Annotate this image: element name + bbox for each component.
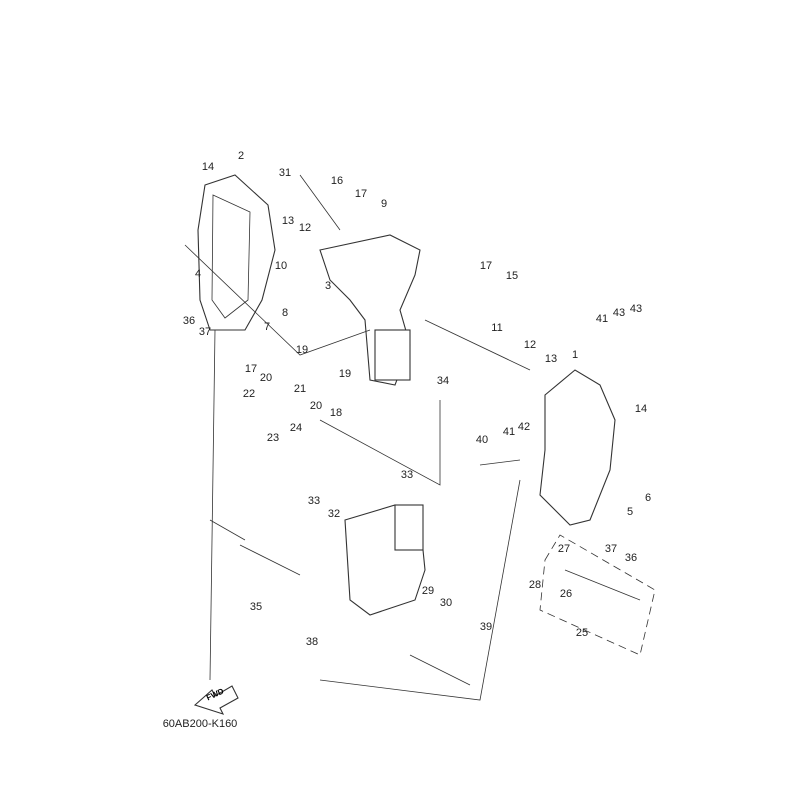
trim-motor	[394, 504, 424, 551]
callout-16[interactable]: 16	[330, 175, 344, 187]
fwd-arrow-icon	[193, 685, 239, 715]
callout-4[interactable]: 4	[194, 268, 202, 280]
callout-14a[interactable]: 14	[201, 161, 215, 173]
callout-20b[interactable]: 20	[309, 400, 323, 412]
pin-31	[299, 174, 341, 231]
callout-19a[interactable]: 19	[295, 344, 309, 356]
tilt-cylinder-top	[374, 329, 411, 381]
steering-shaft-11	[424, 319, 531, 371]
callout-26[interactable]: 26	[559, 588, 573, 600]
callout-3[interactable]: 3	[324, 280, 332, 292]
callout-12b[interactable]: 12	[523, 339, 537, 351]
callout-39[interactable]: 39	[479, 621, 493, 633]
callout-13b[interactable]: 13	[544, 353, 558, 365]
callout-18[interactable]: 18	[329, 407, 343, 419]
left-clamp-bracket	[197, 174, 276, 331]
callout-10[interactable]: 10	[274, 260, 288, 272]
callout-28[interactable]: 28	[528, 579, 542, 591]
callout-36b[interactable]: 36	[624, 552, 638, 564]
callout-21[interactable]: 21	[293, 383, 307, 395]
callout-15[interactable]: 15	[505, 270, 519, 282]
callout-37b[interactable]: 37	[604, 543, 618, 555]
callout-23[interactable]: 23	[266, 432, 280, 444]
callout-19b[interactable]: 19	[338, 368, 352, 380]
callout-43a[interactable]: 43	[612, 307, 626, 319]
rod-25	[564, 569, 641, 601]
callout-5[interactable]: 5	[626, 506, 634, 518]
diagram-code: 60AB200-K160	[162, 718, 238, 730]
callout-9[interactable]: 9	[380, 198, 388, 210]
callout-7[interactable]: 7	[263, 321, 271, 333]
callout-36a[interactable]: 36	[182, 315, 196, 327]
callout-43b[interactable]: 43	[629, 303, 643, 315]
callout-34[interactable]: 34	[436, 375, 450, 387]
callout-42[interactable]: 42	[517, 421, 531, 433]
callout-35[interactable]: 35	[249, 601, 263, 613]
callout-40[interactable]: 40	[475, 434, 489, 446]
callout-37a[interactable]: 37	[198, 326, 212, 338]
callout-33b[interactable]: 33	[400, 469, 414, 481]
bolt-40	[479, 459, 521, 466]
callout-27[interactable]: 27	[557, 543, 571, 555]
callout-12a[interactable]: 12	[298, 222, 312, 234]
callout-24[interactable]: 24	[289, 422, 303, 434]
callout-1[interactable]: 1	[571, 349, 579, 361]
callout-13a[interactable]: 13	[281, 215, 295, 227]
callout-30[interactable]: 30	[439, 597, 453, 609]
callout-31[interactable]: 31	[278, 167, 292, 179]
callout-33a[interactable]: 33	[307, 495, 321, 507]
callout-17b[interactable]: 17	[479, 260, 493, 272]
callout-14b[interactable]: 14	[634, 403, 648, 415]
callout-38[interactable]: 38	[305, 636, 319, 648]
shaft-35	[239, 544, 301, 576]
callout-2[interactable]: 2	[237, 150, 245, 162]
callout-32[interactable]: 32	[327, 508, 341, 520]
bushing-39	[409, 654, 471, 686]
callout-17c[interactable]: 17	[244, 363, 258, 375]
callout-20a[interactable]: 20	[259, 372, 273, 384]
callout-25[interactable]: 25	[575, 627, 589, 639]
callout-11[interactable]: 11	[491, 322, 503, 334]
group-25-box	[539, 534, 656, 656]
callout-29[interactable]: 29	[421, 585, 435, 597]
callout-41a[interactable]: 41	[502, 426, 516, 438]
callout-6[interactable]: 6	[644, 492, 652, 504]
callout-8[interactable]: 8	[281, 307, 289, 319]
callout-41b[interactable]: 41	[595, 313, 609, 325]
right-clamp-bracket	[539, 369, 616, 526]
callout-17a[interactable]: 17	[354, 188, 368, 200]
callout-22[interactable]: 22	[242, 388, 256, 400]
